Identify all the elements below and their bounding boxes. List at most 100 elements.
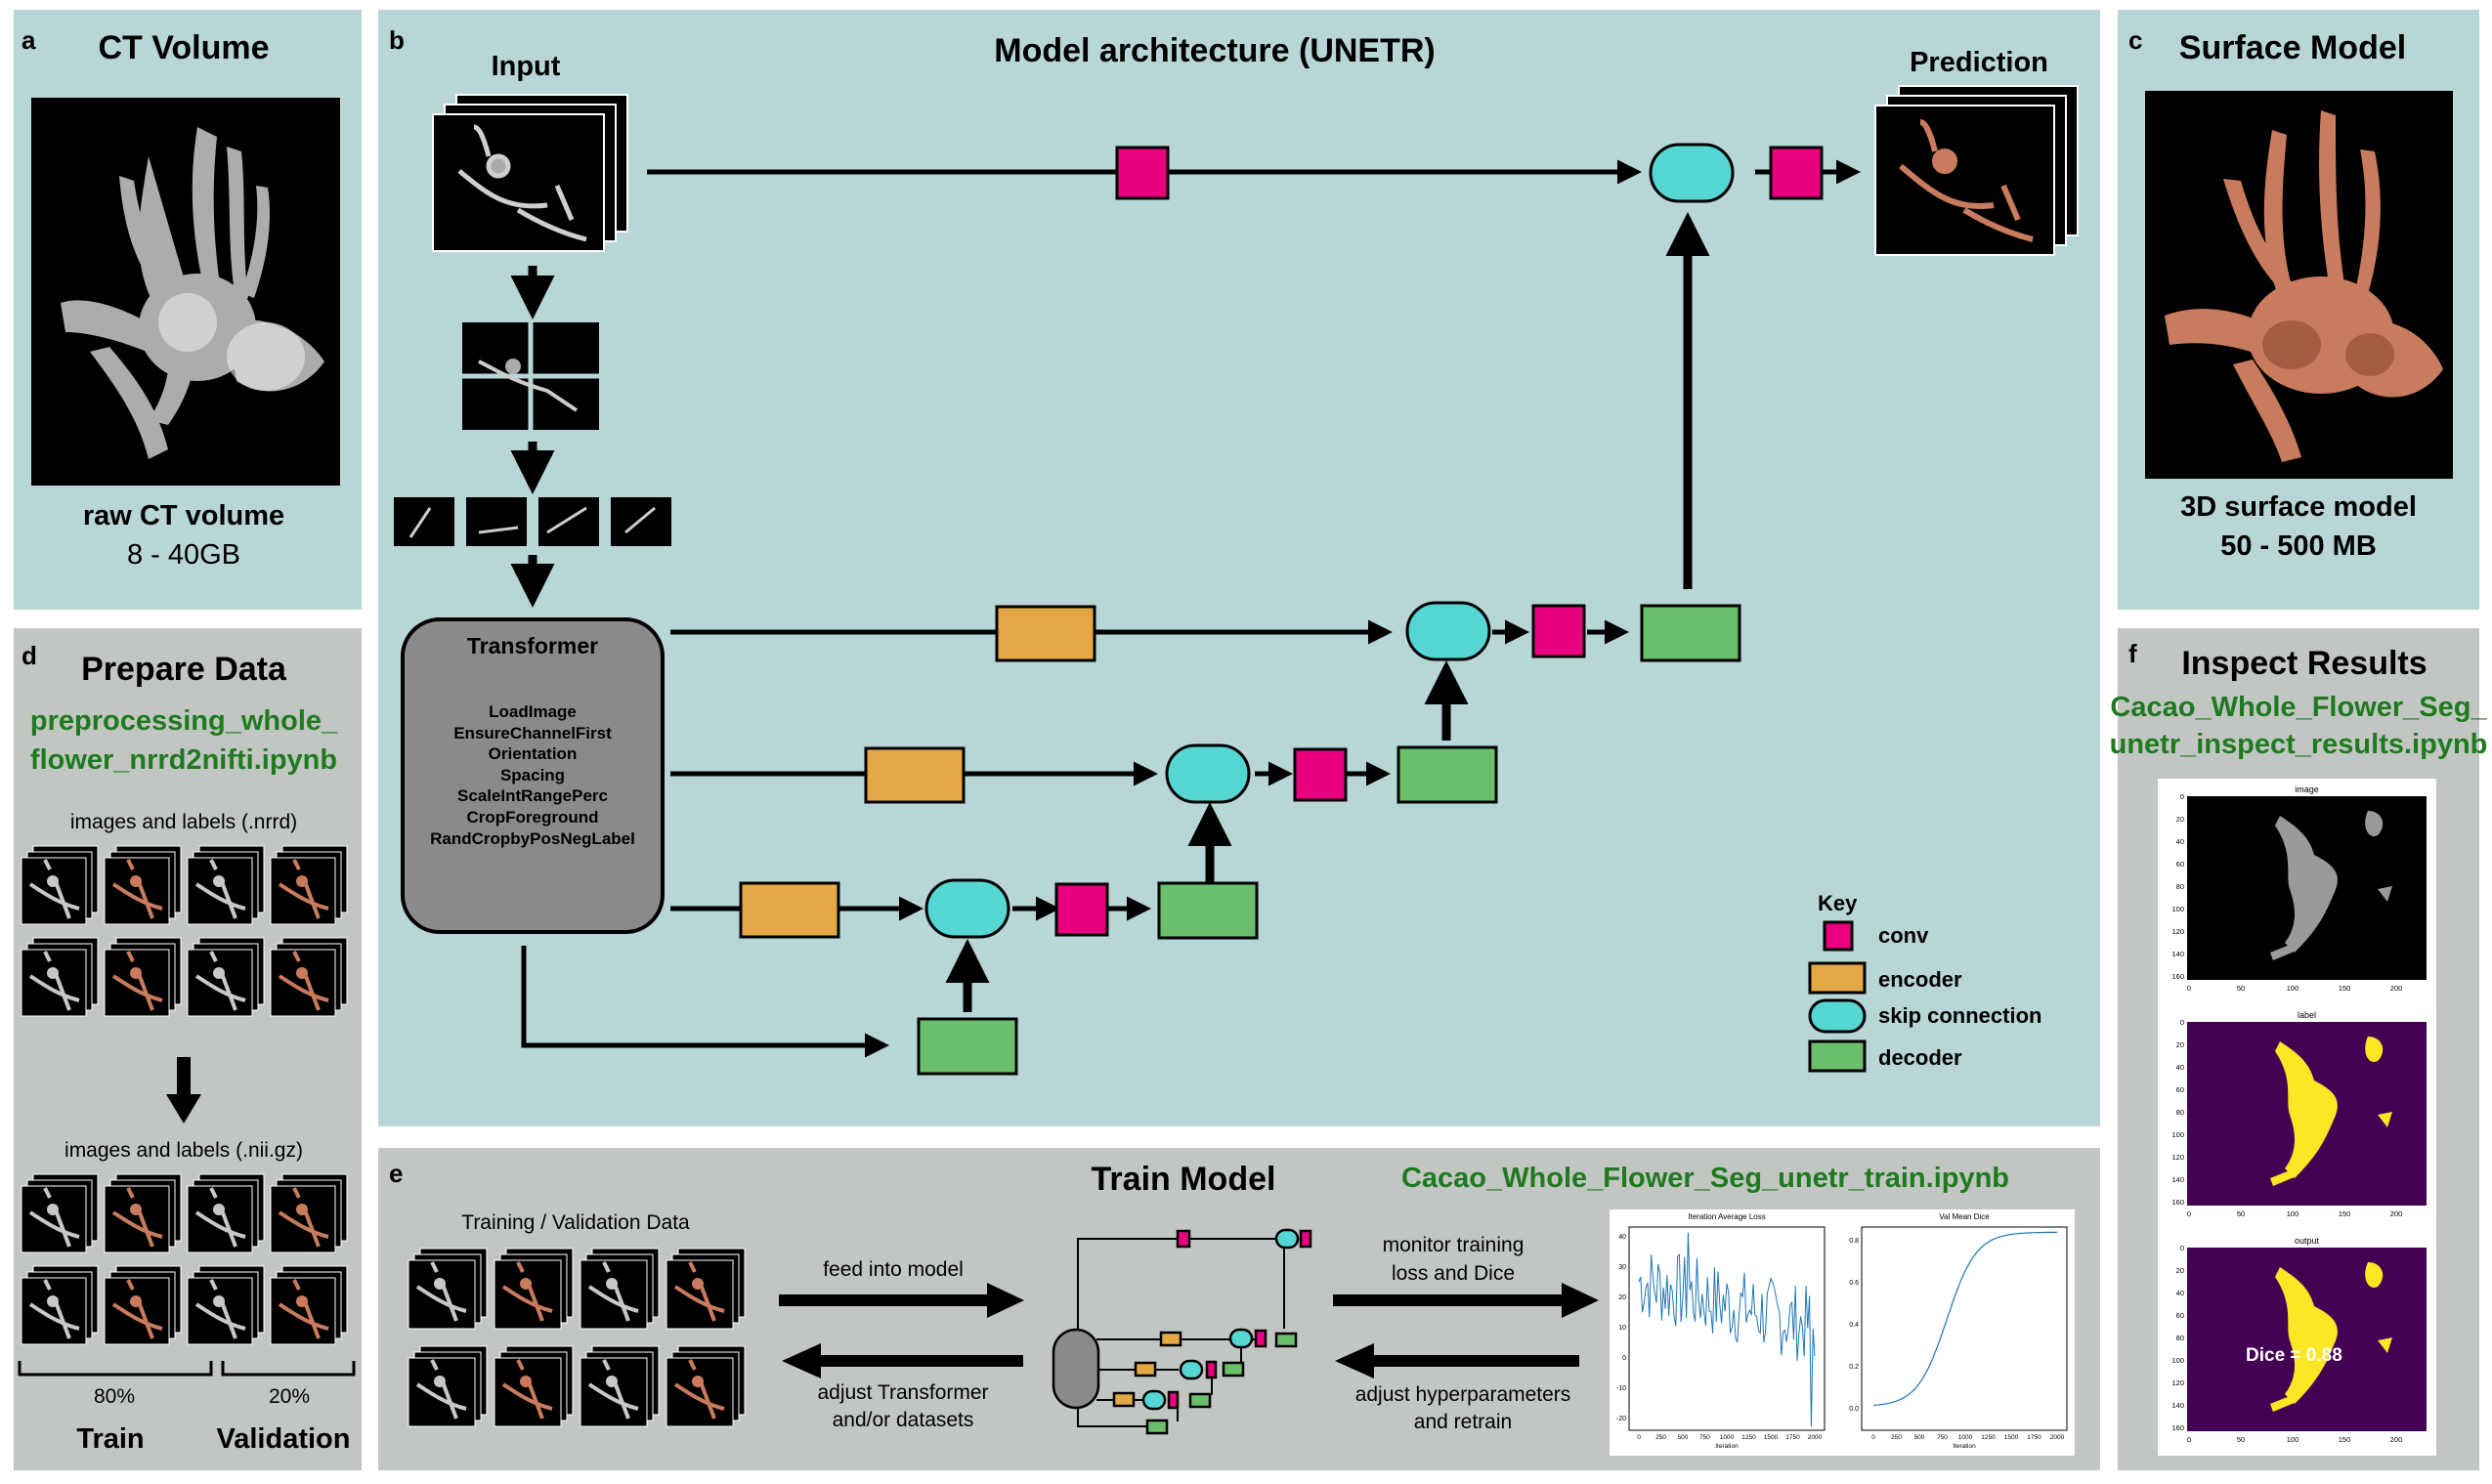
image-stack [104, 1265, 182, 1345]
transform-item: CropForeground [466, 807, 599, 827]
prediction-label: Prediction [1910, 47, 2048, 78]
legend-decoder-label: decoder [1878, 1045, 1962, 1070]
image-stack [187, 1265, 265, 1345]
panel-c-letter: c [2128, 25, 2143, 55]
training-image-stacks [401, 1243, 762, 1428]
svg-text:10: 10 [1618, 1325, 1626, 1332]
panel-f-letter: f [2128, 639, 2137, 668]
image-stack [408, 1248, 488, 1330]
svg-text:160: 160 [2171, 1198, 2184, 1207]
transform-item: ScaleIntRangePerc [456, 786, 608, 806]
panel-d-title: Prepare Data [81, 651, 286, 688]
svg-text:1750: 1750 [2027, 1434, 2041, 1441]
svg-text:0: 0 [2187, 1209, 2191, 1218]
svg-text:50: 50 [2237, 1209, 2245, 1218]
image-stack [21, 1265, 99, 1345]
panel-e-title: Train Model [1091, 1161, 1276, 1198]
svg-text:0: 0 [2180, 792, 2184, 801]
svg-text:0.0: 0.0 [1849, 1406, 1859, 1413]
dice-series-line [1872, 1231, 2058, 1407]
image-stack [408, 1345, 488, 1427]
svg-text:0: 0 [1622, 1355, 1626, 1362]
convert-arrow [166, 1057, 201, 1124]
image-stack [21, 845, 99, 925]
svg-text:120: 120 [2171, 927, 2184, 936]
svg-text:0: 0 [1871, 1434, 1875, 1441]
svg-text:750: 750 [1937, 1434, 1948, 1441]
input-volume-stack [432, 94, 628, 252]
svg-text:30: 30 [1618, 1264, 1626, 1271]
transform-item: Orientation [488, 744, 578, 764]
svg-text:750: 750 [1699, 1434, 1710, 1441]
panel-a-letter: a [21, 25, 36, 55]
svg-text:100: 100 [2171, 905, 2184, 913]
legend-conv-label: conv [1878, 923, 1929, 948]
image-stack [666, 1345, 746, 1427]
svg-text:100: 100 [2171, 1356, 2184, 1365]
svg-text:100: 100 [2287, 1435, 2299, 1444]
hyper-label1: adjust hyperparameters [1354, 1383, 1571, 1406]
dice-score-label: Dice = 0.88 [2246, 1345, 2342, 1366]
image-stack [666, 1248, 746, 1330]
svg-text:60: 60 [2176, 860, 2184, 869]
svg-text:1750: 1750 [1785, 1434, 1800, 1441]
encoder-blocks [739, 605, 1096, 939]
svg-text:Iteration: Iteration [1715, 1443, 1739, 1450]
svg-text:200: 200 [2390, 1435, 2403, 1444]
svg-text:1500: 1500 [2004, 1434, 2019, 1441]
transform-item: LoadImage [489, 702, 577, 721]
nrrd-image-stacks [14, 840, 362, 1026]
panel-e-letter: e [389, 1159, 404, 1188]
image-stack [270, 1173, 348, 1253]
hyper-label2: and retrain [1413, 1411, 1513, 1433]
svg-text:40: 40 [2176, 837, 2184, 846]
svg-text:40: 40 [1618, 1234, 1626, 1241]
panel-c-caption2: 50 - 500 MB [2220, 530, 2377, 562]
svg-text:0: 0 [2180, 1244, 2184, 1252]
image-stack [104, 1173, 182, 1253]
svg-text:80: 80 [2176, 882, 2184, 891]
transform-item: RandCropbyPosNegLabel [430, 828, 635, 848]
svg-text:200: 200 [2390, 1209, 2403, 1218]
svg-text:80: 80 [2176, 1108, 2184, 1117]
svg-text:150: 150 [2339, 984, 2351, 993]
image-stack [21, 1173, 99, 1253]
nrrd-label: images and labels (.nrrd) [69, 811, 298, 833]
image-stack [187, 845, 265, 925]
panel-f-notebook-line2: unetr_inspect_results.ipynb [2109, 729, 2488, 760]
legend-encoder-label: encoder [1878, 967, 1962, 992]
svg-text:0: 0 [2187, 1435, 2191, 1444]
image-stack [270, 1265, 348, 1345]
panel-d-letter: d [21, 641, 37, 670]
svg-text:0: 0 [2180, 1018, 2184, 1027]
svg-text:150: 150 [2339, 1435, 2351, 1444]
image-stack [580, 1345, 660, 1427]
inspect-subplot-title: output [2295, 1236, 2320, 1246]
svg-text:0.6: 0.6 [1849, 1280, 1859, 1287]
transform-item: Spacing [499, 765, 566, 784]
svg-text:1000: 1000 [1958, 1434, 1973, 1441]
svg-text:250: 250 [1891, 1434, 1902, 1441]
skip-connection-blocks [924, 143, 1735, 939]
svg-text:160: 160 [2171, 1423, 2184, 1432]
svg-text:100: 100 [2287, 1209, 2299, 1218]
panel-c-caption1: 3D surface model [2180, 491, 2417, 523]
panel-f-title: Inspect Results [2181, 645, 2428, 682]
svg-text:0.4: 0.4 [1849, 1322, 1859, 1329]
svg-text:-20: -20 [1616, 1416, 1626, 1422]
svg-text:1250: 1250 [1981, 1434, 1996, 1441]
monitor-label1: monitor training [1382, 1234, 1525, 1256]
svg-text:1500: 1500 [1764, 1434, 1779, 1441]
image-stack [21, 937, 99, 1017]
inspect-subplot-title: image [2295, 784, 2319, 794]
panel-e-notebook: Cacao_Whole_Flower_Seg_unetr_train.ipynb [1400, 1163, 2010, 1194]
svg-text:250: 250 [1655, 1434, 1666, 1441]
svg-text:160: 160 [2171, 972, 2184, 981]
svg-text:20: 20 [2176, 815, 2184, 824]
image-stack [187, 1173, 265, 1253]
legend-icons [1808, 920, 1867, 1073]
val-percent: 20% [268, 1385, 311, 1408]
